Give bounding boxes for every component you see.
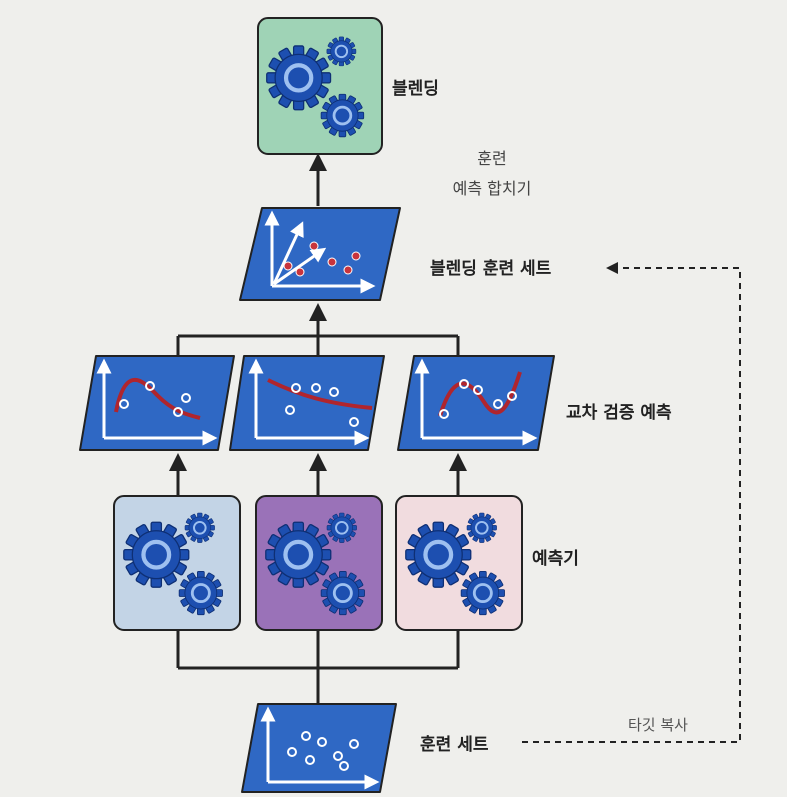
target-copy-dashed-line [522,262,741,743]
label-train-set: 훈련 세트 [420,734,489,755]
label-train-merge-line2: 예측 합치기 [453,179,532,198]
label-blending: 블렌딩 [392,79,439,99]
blend-train-set-panel [239,207,401,301]
cv-panel-2 [229,355,385,451]
predictor-2-box [255,495,383,631]
train-set-panel [241,703,397,793]
cv-panel-1 [79,355,235,451]
blender-box [257,17,383,155]
connectors [169,153,741,743]
label-blend-train-set: 블렌딩 훈련 세트 [430,258,552,279]
cv-panel-3 [397,355,555,451]
predictor-1-box [113,495,241,631]
label-predictors: 예측기 [532,549,579,569]
label-cv-predictions: 교차 검증 예측 [566,403,672,423]
label-train-merge-line1: 훈련 [477,149,506,168]
label-target-copy: 타깃 복사 [628,716,688,734]
predictor-3-box [395,495,523,631]
